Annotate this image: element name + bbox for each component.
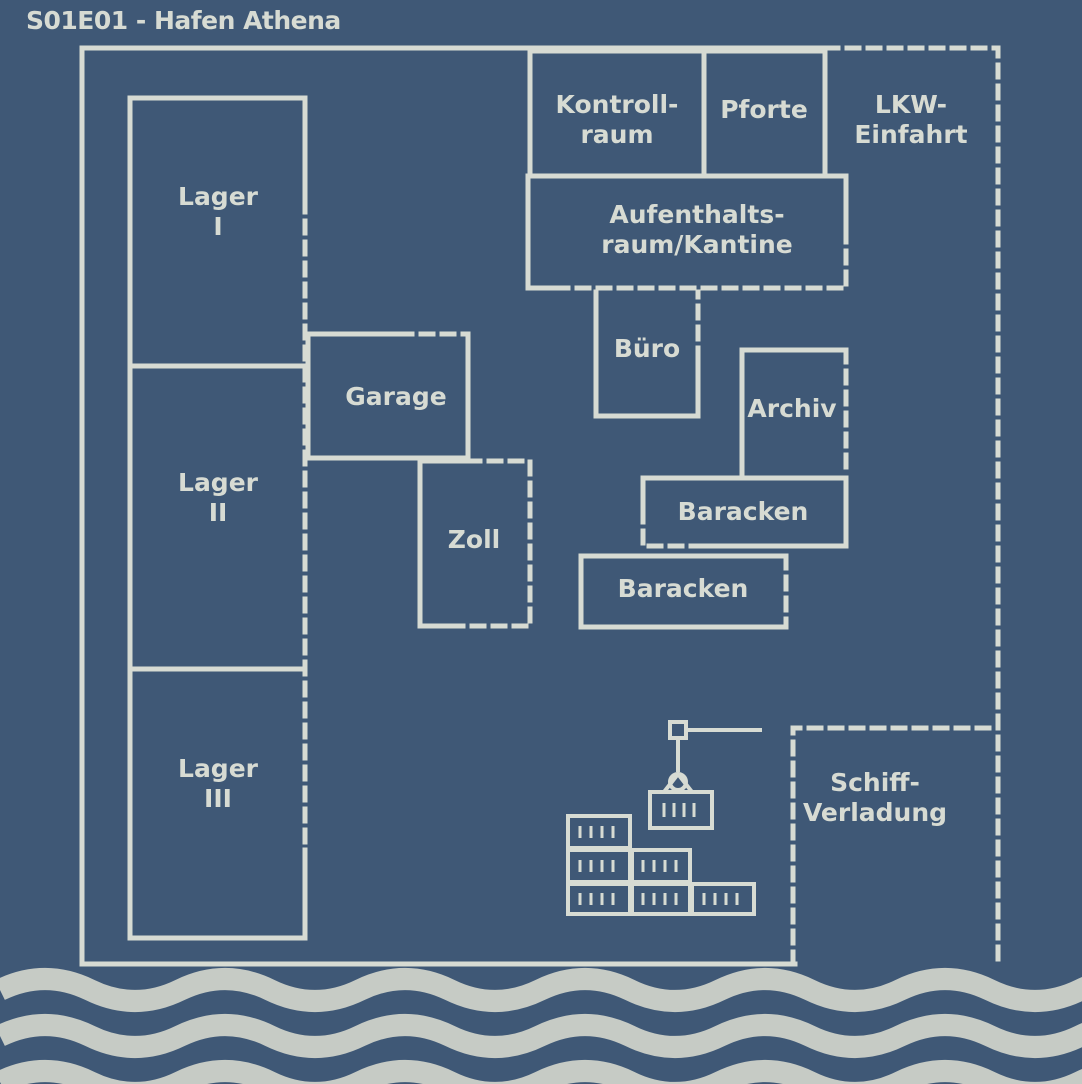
waves-icon <box>0 968 1082 1084</box>
label-line: Baracken <box>677 497 809 526</box>
label-baracken-1: Baracken <box>678 497 809 527</box>
label-line: raum/Kantine <box>601 230 793 259</box>
customs-building <box>417 458 533 629</box>
label-schiff-verladung: Schiff- Verladung <box>803 768 947 828</box>
label-line: III <box>204 784 232 813</box>
label-line: Lager <box>178 182 258 211</box>
label-line: Aufenthalts- <box>609 200 785 229</box>
label-line: Garage <box>345 382 447 411</box>
label-aufenthaltsraum: Aufenthalts- raum/Kantine <box>601 200 793 260</box>
label-line: Lager <box>178 754 258 783</box>
barracks-building-1 <box>640 475 849 549</box>
label-line: Baracken <box>617 574 749 603</box>
label-line: Verladung <box>802 798 948 827</box>
barracks-building-2 <box>578 553 789 630</box>
label-archiv: Archiv <box>747 394 836 424</box>
label-line: LKW- <box>874 90 948 119</box>
page-title: S01E01 - Hafen Athena <box>26 6 341 35</box>
label-buero: Büro <box>614 334 680 364</box>
outer-wall <box>79 45 1001 967</box>
label-lager-1: Lager I <box>178 182 258 242</box>
label-zoll: Zoll <box>448 525 500 555</box>
canteen-building <box>525 173 849 291</box>
label-kontrollraum: Kontroll- raum <box>556 90 679 150</box>
label-garage: Garage <box>345 382 446 412</box>
label-baracken-2: Baracken <box>618 574 749 604</box>
label-line: Schiff- <box>830 768 920 797</box>
ship-loading-area <box>790 725 1001 967</box>
label-pforte: Pforte <box>720 95 808 125</box>
archive-building <box>739 347 849 477</box>
label-line: Kontroll- <box>555 90 679 119</box>
label-line: Zoll <box>447 525 501 554</box>
label-lkw-einfahrt: LKW- Einfahrt <box>854 90 967 150</box>
label-line: Büro <box>613 334 681 363</box>
crane-containers-icon <box>566 720 762 916</box>
label-line: II <box>208 498 228 527</box>
label-line: Pforte <box>720 95 808 124</box>
control-gate-buildings <box>527 48 828 176</box>
label-line: raum <box>580 120 654 149</box>
label-line: Archiv <box>747 394 837 423</box>
label-line: I <box>213 212 223 241</box>
label-line: Einfahrt <box>854 120 968 149</box>
label-lager-3: Lager III <box>178 754 258 814</box>
office-building <box>593 289 701 419</box>
storage-buildings <box>127 95 308 941</box>
label-lager-2: Lager II <box>178 468 258 528</box>
garage-building <box>305 331 471 461</box>
label-line: Lager <box>178 468 258 497</box>
